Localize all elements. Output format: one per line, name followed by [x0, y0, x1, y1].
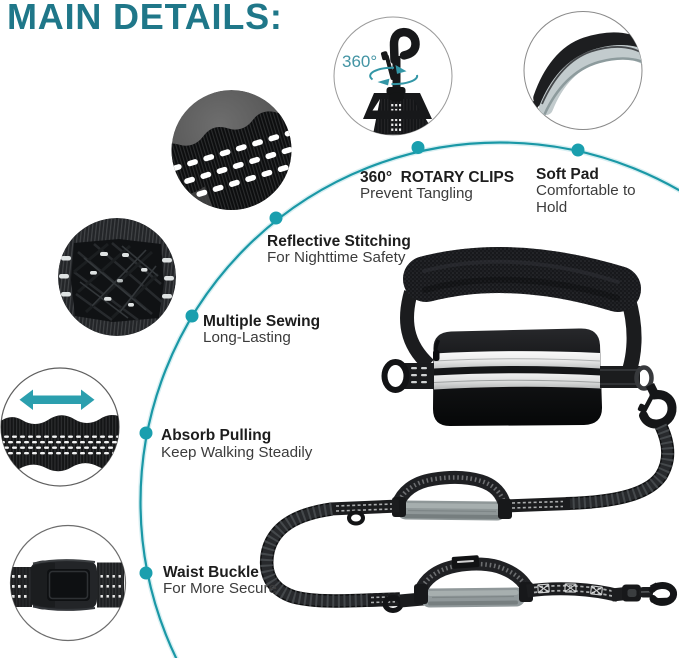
svg-text:360°: 360°	[342, 52, 377, 71]
